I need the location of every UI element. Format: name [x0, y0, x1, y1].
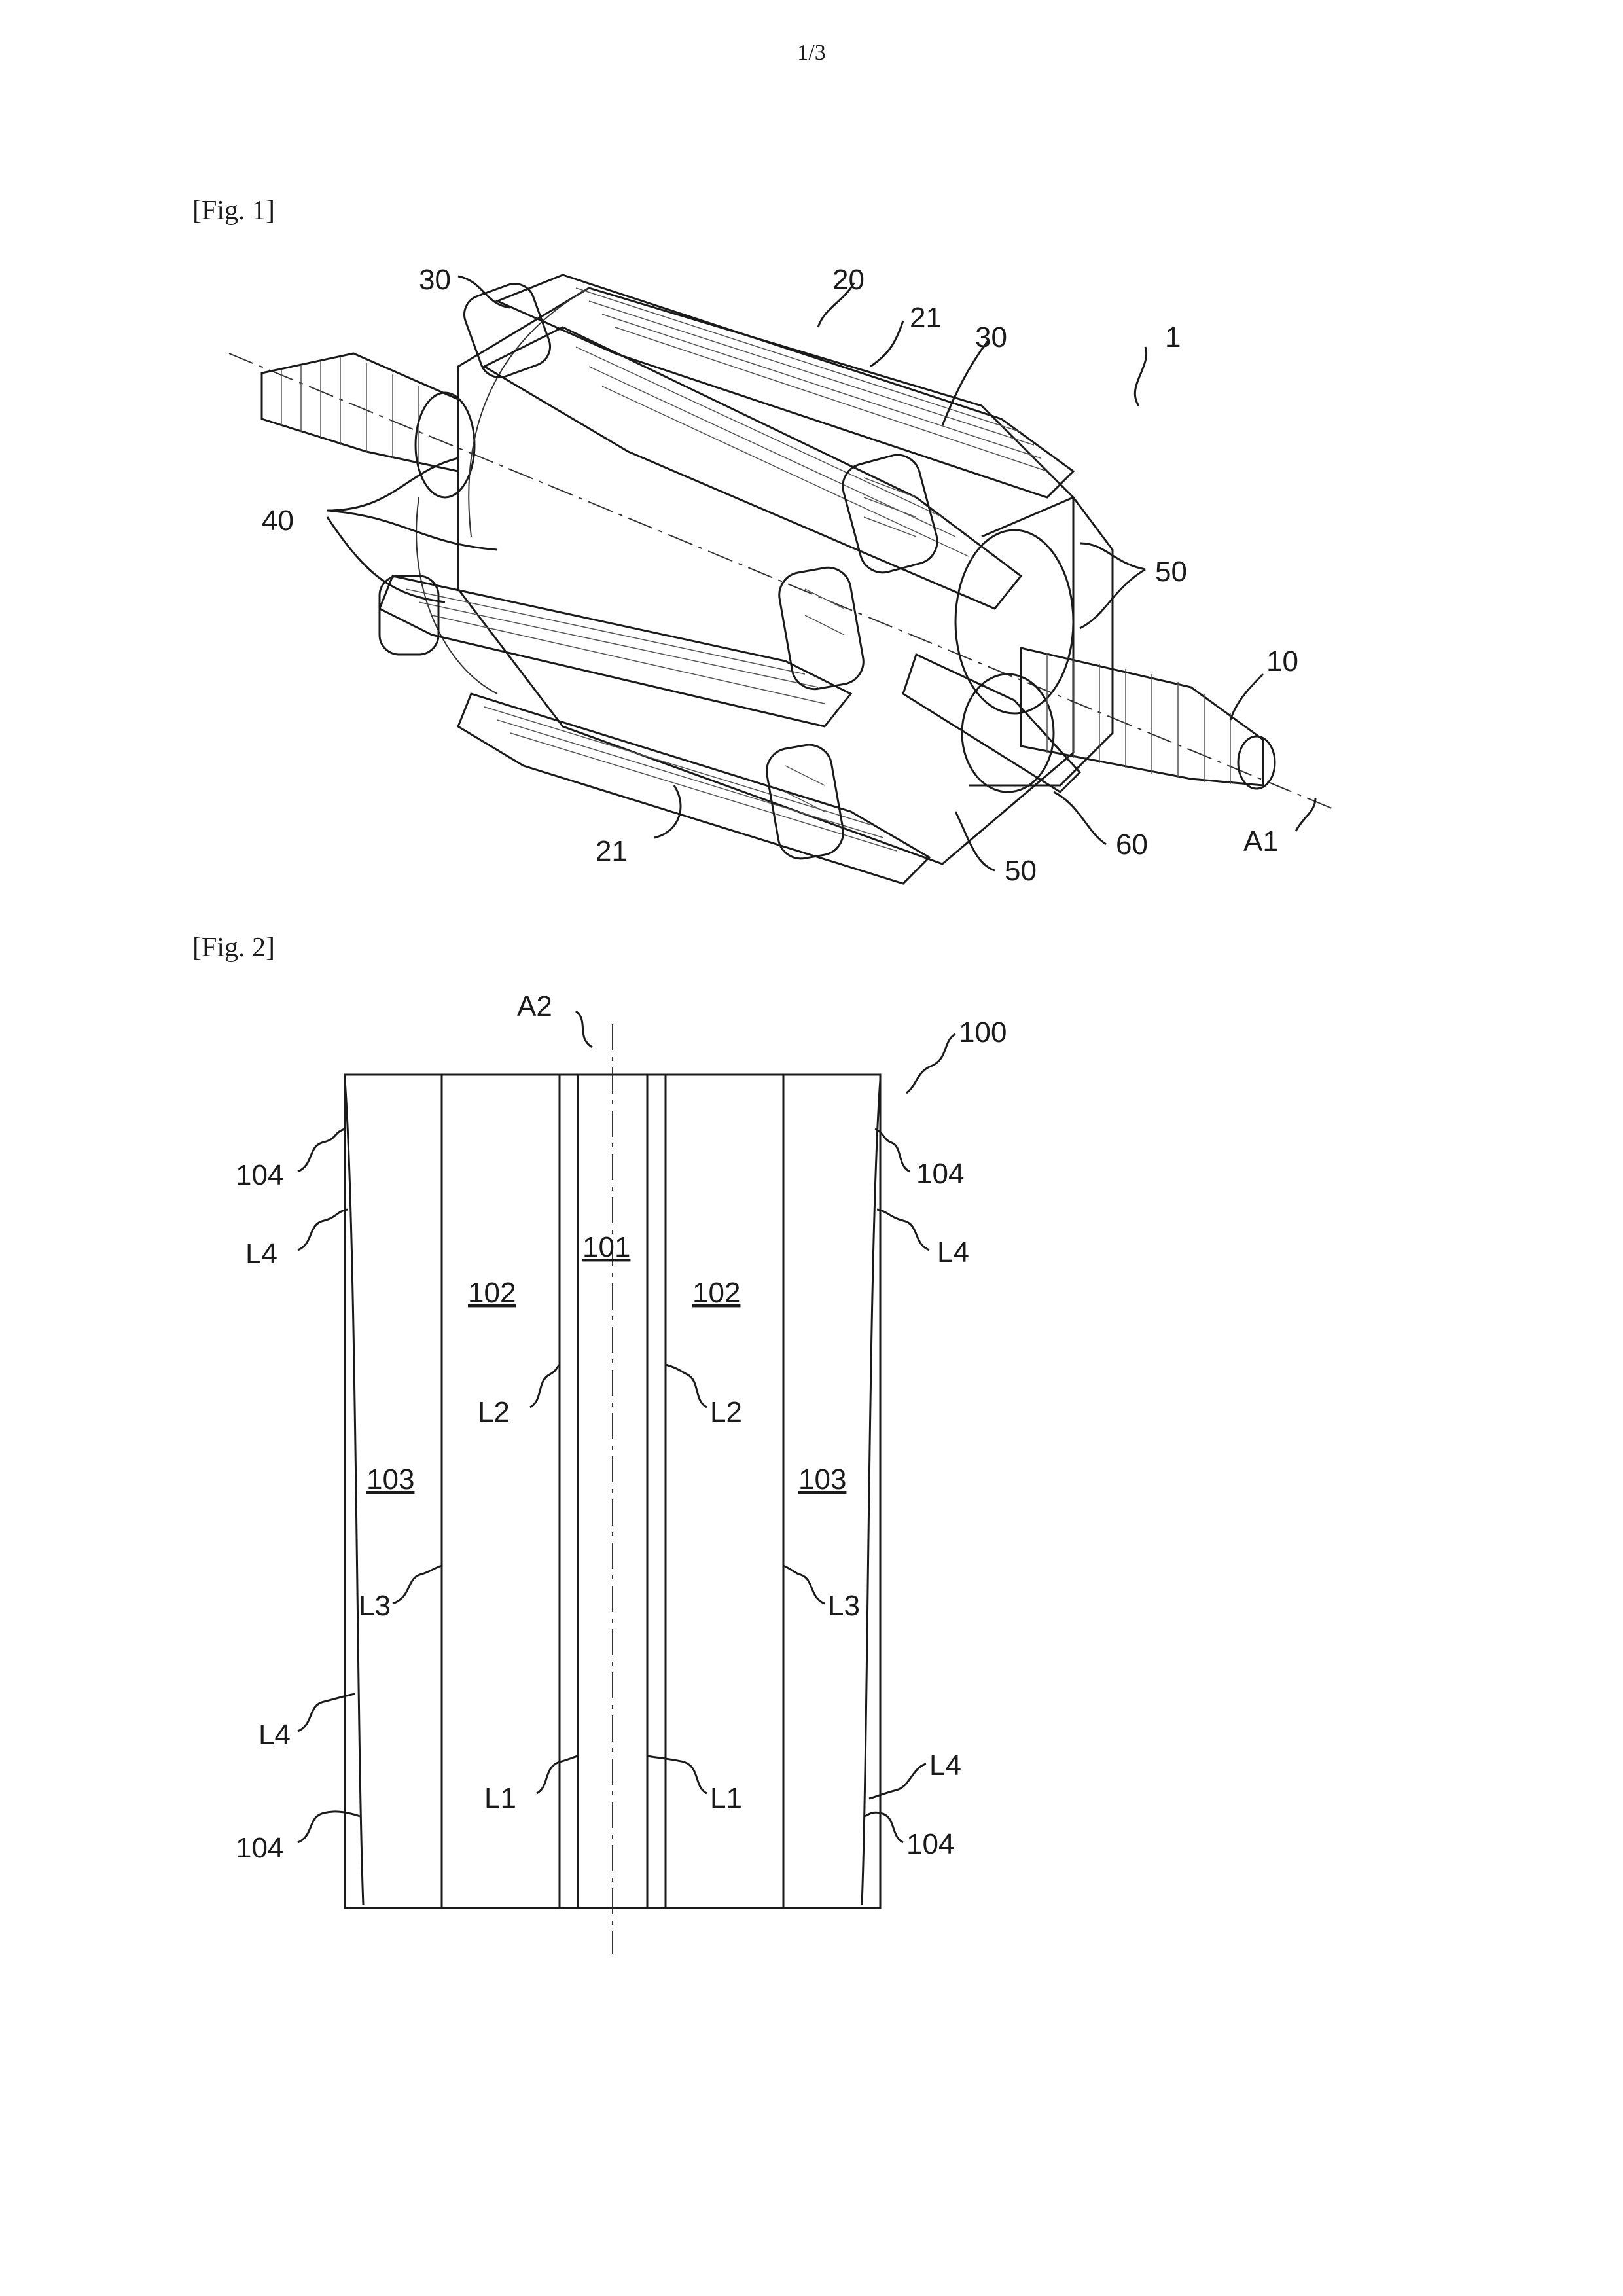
fig2-ref-A2: A2: [517, 990, 552, 1022]
fig2-ref-L1-left: L1: [484, 1782, 516, 1814]
fig1-ref-40: 40: [262, 505, 294, 537]
fig2-region-103-left: 103: [366, 1463, 414, 1496]
fig2-ref-100: 100: [959, 1016, 1007, 1049]
fig2-ref-L2-left: L2: [478, 1396, 510, 1428]
fig2-region-103-right: 103: [798, 1463, 846, 1496]
fig2-ref-104-bottom-right: 104: [906, 1828, 954, 1860]
fig1-ref-30-left: 30: [419, 264, 451, 296]
fig2-region-101: 101: [582, 1231, 630, 1263]
fig2-ref-104-top-left: 104: [236, 1159, 283, 1191]
fig1-rotor-core: [416, 288, 1073, 864]
fig2-ref-L2-right: L2: [710, 1396, 742, 1428]
fig2-lamination-drawing: A2 100 104 104 L4 L4 101 102 102 L2 L2 1…: [236, 990, 1007, 1954]
fig1-ref-30-right: 30: [975, 321, 1007, 353]
fig2-ref-104-top-right: 104: [916, 1158, 964, 1190]
fig1-rotor-drawing: 30 20 21 30 1 40 50 10 21 50 60 A1: [229, 264, 1332, 887]
fig1-ref-A1: A1: [1243, 825, 1279, 857]
fig2-line-L4-left: [345, 1080, 363, 1905]
fig2-line-L4-right: [862, 1080, 880, 1905]
fig2-region-102-left: 102: [468, 1277, 516, 1309]
fig1-pole-windings: [380, 275, 1073, 884]
fig1-ref-1: 1: [1165, 321, 1181, 353]
fig1-ref-10: 10: [1266, 645, 1298, 677]
fig2-ref-L3-left: L3: [359, 1590, 391, 1622]
fig1-ref-20: 20: [832, 264, 865, 296]
fig2-region-102-right: 102: [692, 1277, 740, 1309]
fig1-end-coils: [380, 278, 942, 862]
fig2-ref-L4-top-left: L4: [245, 1238, 277, 1270]
fig2-ref-L1-right: L1: [710, 1782, 742, 1814]
fig2-ref-L4-bottom-left: L4: [259, 1719, 291, 1751]
fig1-right-end: [903, 497, 1113, 792]
fig1-ref-60: 60: [1116, 829, 1148, 861]
fig1-ref-21-top: 21: [910, 302, 942, 334]
fig2-ref-104-bottom-left: 104: [236, 1832, 283, 1864]
fig2-ref-L4-bottom-right: L4: [929, 1749, 961, 1782]
fig1-ref-50-lower: 50: [1005, 855, 1037, 887]
fig1-right-shaft: [1021, 648, 1275, 789]
fig2-ref-L3-right: L3: [828, 1590, 860, 1622]
fig1-left-shaft: [262, 353, 474, 497]
fig1-ref-50-upper: 50: [1155, 556, 1187, 588]
fig2-ref-L4-top-right: L4: [937, 1236, 969, 1268]
fig2-leader-lines: [298, 1011, 955, 1842]
fig1-ref-21-bottom: 21: [596, 835, 628, 867]
